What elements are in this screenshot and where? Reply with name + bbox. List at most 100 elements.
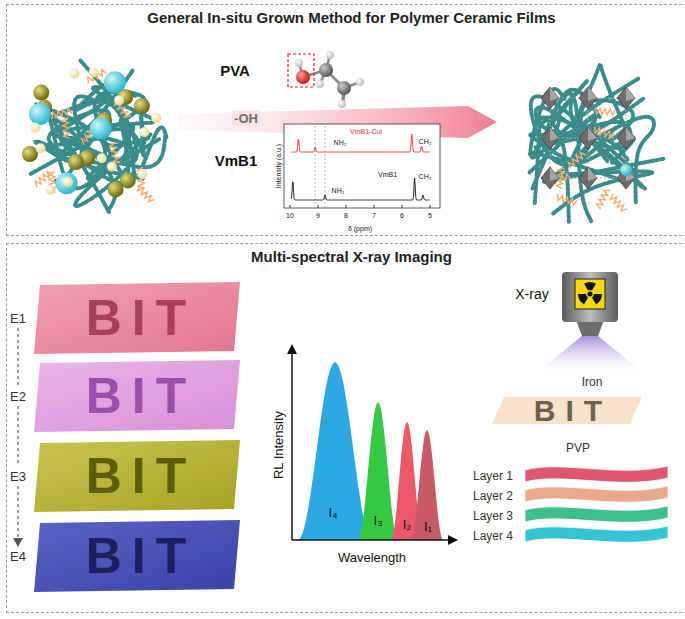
film-layer [525,486,668,502]
scintillator-image [34,360,240,432]
energy-arrow [17,328,18,386]
tick-label: 8 [344,212,348,219]
octahedron-facet [588,167,597,181]
peak-label: CH₂ [419,138,432,145]
octahedron-facet [588,87,597,101]
octahedron-facet [588,127,597,141]
peak-label: I₃ [374,514,383,527]
energy-arrow [17,486,18,538]
metal-ion [33,85,49,101]
ligand-sphere [114,95,124,105]
octahedron [617,127,635,149]
y-axis [291,352,293,540]
ligand-sphere [35,143,45,153]
radiation-symbol [584,282,596,291]
precursor-network [22,61,167,212]
ligand-sphere [137,169,147,179]
octahedron [617,87,635,109]
x-axis [292,539,450,541]
energy-label: E2 [10,390,26,403]
octahedron-facet [550,87,559,101]
radiation-symbol [592,294,602,304]
panel-frame: General In-situ Grown Method for Polymer… [6,4,685,236]
object-label: Iron [582,376,603,388]
ligand-sphere [151,113,161,123]
nozzle [576,320,604,336]
hydrogen-bond [52,108,72,118]
energy-label: E4 [10,550,26,563]
formula-label: PVA [220,63,250,78]
peak-label: I₁ [424,520,432,533]
peak-label: I₂ [403,518,412,531]
axis-title: Wavelength [338,551,406,564]
guide-line [315,126,316,207]
octahedron-facet [626,127,635,141]
tick-label: 9 [316,212,320,219]
halide-ion [620,164,632,176]
formula-label: VmB1 [215,153,258,168]
halide-ion [29,103,51,125]
axis-tick [430,205,431,208]
arrow-head [448,535,458,545]
axis-tick [318,205,319,208]
layer-label: Layer 4 [473,530,513,542]
warning-sign [575,279,605,309]
peak-label: I₄ [329,506,338,519]
atom [326,51,334,59]
hydrogen-bond [611,193,628,211]
halide-ion [104,71,126,93]
inset-frame [284,124,440,208]
octahedron [579,127,597,149]
hydrogen-bond [596,190,610,209]
emission-peak [298,362,372,540]
atom [316,80,324,88]
energy-label: E1 [10,312,26,325]
film-layer [525,466,668,482]
ligand-sphere [89,67,99,77]
xray-source [540,272,640,370]
image-letters: BIT [76,293,197,343]
hydrogen-bond [558,194,578,205]
source-label: X-ray [515,287,548,301]
polymer-chain [575,65,643,137]
group-label: -OH [232,111,260,126]
film-layer [525,506,668,522]
source-housing [562,272,618,322]
panel-heading: General In-situ Grown Method for Polymer… [7,10,685,27]
image-letters: BIT [76,531,197,581]
polymer-chain [35,70,143,179]
axis-title: δ (ppm) [348,225,372,232]
octahedron-facet [550,167,559,181]
tick-label: 10 [286,212,294,219]
atom [296,70,310,84]
rl-chart [287,344,458,545]
nmr-spectrum [291,134,429,152]
octahedron [541,127,559,149]
hydrogen-bond [595,108,616,116]
peak-label: CH₂ [419,173,432,180]
axis-title: Intensity (a.u.) [275,144,282,188]
emission-peak [411,430,443,540]
scintillator-image [34,282,240,354]
radiation-symbol [578,294,588,304]
axis-tick [374,205,375,208]
axis-title: RL Intensity [272,411,285,479]
ligand-sphere [107,162,117,172]
polymer-chain [546,172,652,214]
atom [356,78,364,86]
octahedron-facet [550,127,559,141]
object-label: PVP [566,442,590,454]
image-letters: BIT [76,451,197,501]
ceramic-network [529,65,663,222]
ligand-sphere [97,153,107,163]
axis-tick [290,205,291,208]
axis-tick [402,205,403,208]
radiation-symbol [588,292,593,297]
octahedron [541,87,559,109]
tick-label: 6 [400,212,404,219]
atom [337,81,351,95]
arrow-head [287,344,297,354]
metal-ion [120,172,136,188]
hydroxyl-highlight [288,54,314,87]
energy-arrow [17,406,18,466]
